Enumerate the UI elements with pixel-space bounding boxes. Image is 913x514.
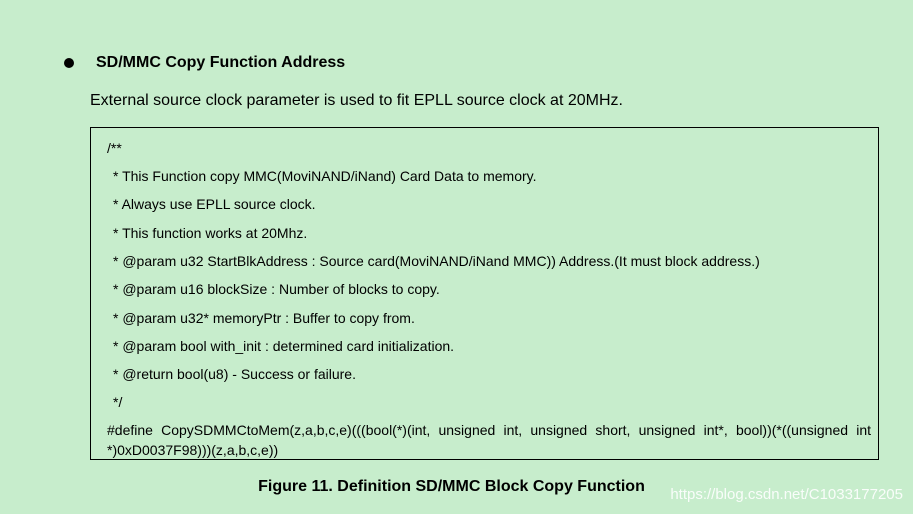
intro-paragraph: External source clock parameter is used …: [90, 92, 623, 109]
code-line: * @param bool with_init : determined car…: [113, 338, 455, 354]
section-heading: SD/MMC Copy Function Address: [96, 54, 346, 71]
code-line: * @param u32* memoryPtr : Buffer to copy…: [113, 310, 415, 326]
code-line: * Always use EPLL source clock.: [113, 196, 316, 212]
code-line: */: [113, 394, 123, 410]
code-block: /** * This Function copy MMC(MoviNAND/iN…: [90, 127, 879, 460]
figure-caption: Figure 11. Definition SD/MMC Block Copy …: [258, 478, 645, 495]
code-line: * @return bool(u8) - Success or failure.: [113, 366, 356, 382]
define-macro: #define CopySDMMCtoMem(z,a,b,c,e)(((bool…: [107, 422, 871, 458]
code-line: * This function works at 20Mhz.: [113, 225, 308, 241]
code-line: * @param u32 StartBlkAddress : Source ca…: [113, 253, 760, 269]
code-line: /**: [107, 140, 122, 156]
code-line: * @param u16 blockSize : Number of block…: [113, 281, 440, 297]
section-heading-row: SD/MMC Copy Function Address: [64, 54, 345, 72]
code-line: * This Function copy MMC(MoviNAND/iNand)…: [113, 168, 537, 184]
watermark: https://blog.csdn.net/C1033177205: [670, 486, 903, 503]
bullet-icon: [64, 58, 74, 68]
